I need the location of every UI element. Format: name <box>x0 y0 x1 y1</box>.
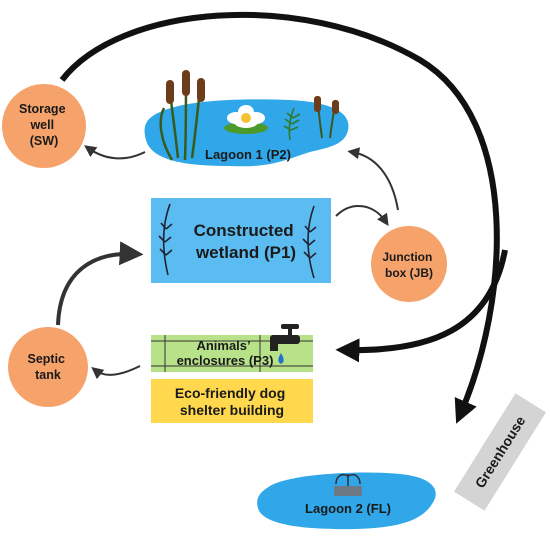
shelter-box <box>151 379 313 423</box>
animals-line-1: Animals’ <box>196 338 250 353</box>
arrow-to-animals <box>335 249 508 363</box>
arrow-junction-to-lagoon1 <box>347 147 399 211</box>
septic-tank-circle <box>8 327 88 407</box>
lagoon2-label: Lagoon 2 (FL) <box>305 501 391 516</box>
junction-box-node: Junction box (JB) <box>371 226 447 302</box>
lagoon2-node: Lagoon 2 (FL) <box>257 472 436 530</box>
storage-well-node: Storage well (SW) <box>2 84 86 168</box>
wetland-node: Constructed wetland (P1) <box>151 198 331 283</box>
svg-text:Storage well (SW): Storage well (SW) <box>19 102 69 148</box>
storage-well-circle <box>2 84 86 168</box>
junction-box-line-2: box (JB) <box>385 266 433 280</box>
arrow-septic-to-wetland <box>56 241 144 326</box>
reed-icon <box>314 96 339 139</box>
leaf-icon <box>158 203 173 276</box>
lagoon1-label: Lagoon 1 (P2) <box>205 147 291 162</box>
cattail-head-3 <box>197 78 205 102</box>
faucet-icon <box>270 324 300 351</box>
shelter-node: Eco-friendly dog shelter building <box>151 379 313 423</box>
leaf-icon <box>302 205 317 279</box>
arrow-lagoon1-to-storage <box>84 145 146 160</box>
lagoon2-shape <box>257 472 436 530</box>
svg-text:Animals’ enclosures (P3): Animals’ enclosures (P3) <box>177 338 274 368</box>
svg-text:Junction box (JB): Junction box (JB) <box>382 250 435 280</box>
arrow-wetland-to-junction <box>335 204 389 226</box>
water-lily-icon <box>224 105 268 134</box>
fountain-icon <box>334 473 362 496</box>
greenhouse-box <box>453 393 547 511</box>
cattail-head-1 <box>166 80 174 104</box>
shelter-line-1: Eco-friendly dog <box>175 385 285 401</box>
arrow-animals-to-septic <box>91 365 141 380</box>
cattail-head-2 <box>182 70 190 96</box>
wetland-line-1: Constructed <box>194 221 294 240</box>
septic-tank-line-1: Septic <box>28 352 66 366</box>
animals-line-2: enclosures (P3) <box>177 353 274 368</box>
svg-text:Constructed wetland (P1): Constructed wetland (P1) <box>194 221 299 262</box>
junction-box-circle <box>371 226 447 302</box>
junction-box-line-1: Junction <box>382 250 432 264</box>
lagoon1-node: Lagoon 1 (P2) <box>144 70 349 167</box>
shelter-line-2: shelter building <box>180 402 284 418</box>
storage-well-line-1: Storage <box>19 102 66 116</box>
fern-icon <box>283 107 301 141</box>
animals-node: Animals’ enclosures (P3) <box>151 324 313 372</box>
septic-tank-node: Septic tank <box>8 327 88 407</box>
wetland-box <box>151 198 331 283</box>
wetland-line-2: wetland (P1) <box>195 243 296 262</box>
water-drop-icon <box>278 353 284 364</box>
svg-text:Eco-friendly dog shelter: Eco-friendly dog shelter building <box>175 385 289 418</box>
svg-text:Septic tank: Septic tank <box>28 352 69 382</box>
septic-tank-line-2: tank <box>35 368 61 382</box>
storage-well-line-2: well <box>29 118 54 132</box>
storage-well-line-3: (SW) <box>30 134 58 148</box>
greenhouse-node: Greenhouse <box>453 393 547 511</box>
